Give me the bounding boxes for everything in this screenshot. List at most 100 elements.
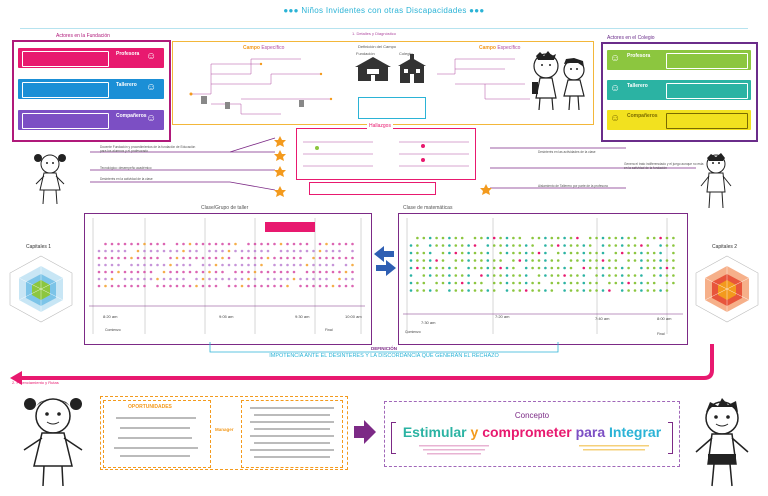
seat-dot — [544, 259, 547, 262]
seat-dot — [279, 249, 283, 253]
seat-dot — [620, 281, 624, 285]
seat-dot — [279, 263, 283, 267]
seat-dot — [214, 256, 218, 260]
flow-arrow — [10, 344, 714, 385]
seat-dot — [266, 277, 270, 281]
seat-dot — [286, 263, 289, 267]
capitales-left-hexagon — [9, 255, 73, 323]
seat-dot — [208, 284, 211, 288]
seat-dot — [512, 244, 515, 247]
seat-dot — [117, 284, 120, 288]
actor-row-profesora: Profesora ☺ — [18, 48, 164, 68]
seat-dot — [659, 266, 662, 270]
seat-dot — [512, 259, 515, 262]
seat-dot — [582, 274, 586, 277]
seat-dot — [273, 242, 276, 246]
seat-dot — [325, 270, 328, 274]
seat-dot — [652, 266, 656, 270]
seat-dot — [672, 244, 675, 247]
seat-dot — [627, 236, 630, 240]
seat-dot — [149, 277, 153, 281]
seat-dot — [576, 236, 579, 240]
seat-dot — [208, 249, 211, 253]
seat-dot — [556, 236, 560, 240]
seat-dot — [143, 242, 146, 246]
seat-dot — [104, 270, 107, 274]
seat-dot — [338, 270, 341, 274]
seat-dot — [435, 259, 438, 262]
seat-dot — [531, 281, 534, 285]
definition-label: DEFINICIÓN — [370, 346, 397, 351]
seat-dot — [524, 259, 528, 262]
school-building-icon — [398, 54, 426, 83]
seat-dot — [266, 242, 270, 246]
seat-dot — [563, 236, 566, 240]
time-label: 7:40 am — [595, 316, 610, 321]
seat-dot — [588, 244, 592, 247]
seat-dot — [104, 277, 107, 281]
seat-dot — [454, 244, 458, 247]
seat-dot — [454, 251, 458, 255]
seat-dot — [659, 259, 662, 262]
seat-dot — [499, 236, 502, 240]
seat-dot — [576, 244, 579, 247]
time-label: 10:00 am — [345, 314, 362, 319]
seat-dot — [182, 263, 185, 267]
seat-dot — [435, 236, 438, 240]
seat-dot — [537, 259, 541, 262]
seat-dot — [601, 289, 605, 292]
seat-dot — [492, 289, 496, 292]
actor-row-companeros: ☺ Compañeros — [607, 110, 751, 130]
seat-dot — [201, 277, 205, 281]
boy-figure-small-right — [700, 153, 732, 209]
seat-dot — [130, 277, 133, 281]
seat-dot — [652, 251, 656, 255]
seat-dot — [409, 266, 413, 270]
seat-dot — [672, 274, 675, 277]
seat-dot — [117, 249, 120, 253]
seat-dot — [260, 249, 263, 253]
seat-dot — [659, 244, 662, 247]
seat-dot — [351, 270, 354, 274]
seat-dot — [292, 249, 296, 253]
seat-dot — [162, 277, 166, 281]
seat-dot — [214, 284, 218, 288]
seat-dot — [454, 236, 458, 240]
actor-name: Tallerero — [627, 83, 648, 89]
seat-dot — [214, 270, 218, 274]
page-title: ●●● Niños Invidentes con otras Discapaci… — [283, 6, 485, 15]
seat-dot — [97, 256, 101, 260]
concept-subtext — [419, 445, 649, 455]
seat-dot — [646, 289, 650, 292]
seat-dot — [175, 249, 179, 253]
concept-word: Integrar — [609, 424, 662, 440]
seat-dot — [240, 249, 244, 253]
left-findings-connectors — [90, 136, 286, 197]
seat-dot — [331, 249, 335, 253]
seat-dot — [312, 284, 315, 288]
seat-dot — [550, 281, 554, 285]
seat-dot — [130, 270, 133, 274]
seat-dot — [221, 249, 224, 253]
seat-dot — [665, 274, 669, 277]
seat-dot — [286, 249, 289, 253]
seat-dot — [614, 244, 618, 247]
seat-dot — [473, 281, 477, 285]
seat-dot — [169, 249, 172, 253]
seat-dot — [169, 270, 172, 274]
seat-dot — [279, 256, 283, 260]
seat-dot — [123, 249, 127, 253]
seat-dot — [665, 281, 669, 285]
seat-dot — [286, 284, 289, 288]
actor-name: Tallerero — [116, 82, 137, 88]
seat-dot — [253, 249, 257, 253]
seat-dot — [344, 284, 348, 288]
concept-box: Concepto Estimular y comprometer para In… — [384, 401, 680, 467]
seat-dot — [253, 270, 257, 274]
seat-dot — [273, 263, 276, 267]
seat-dot — [97, 263, 101, 267]
seat-dot — [351, 284, 354, 288]
seat-dot — [467, 289, 470, 292]
seat-dot — [149, 263, 153, 267]
seat-dot — [97, 277, 101, 281]
